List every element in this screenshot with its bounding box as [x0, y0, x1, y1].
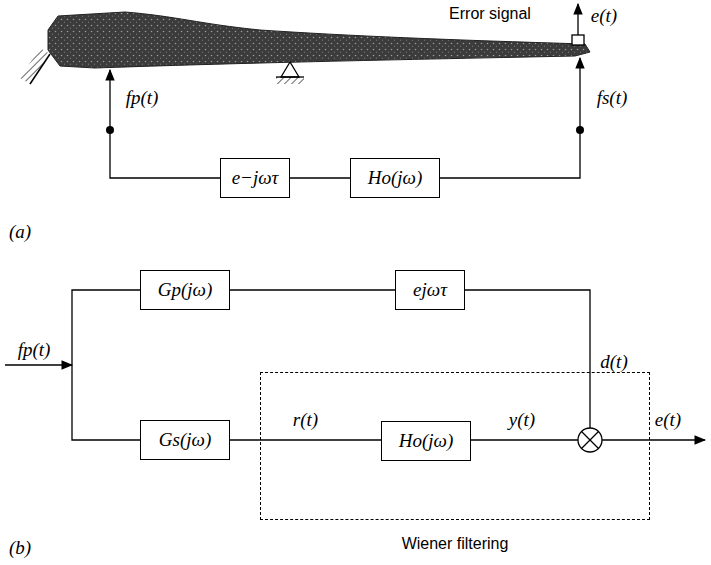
wire: [463, 290, 590, 428]
summing-junction: [578, 428, 602, 452]
error-arrow: [577, 4, 578, 35]
signal-name: y(t): [509, 410, 535, 431]
signal-line: [230, 289, 395, 290]
filter-box: Ho(jω): [381, 421, 471, 461]
signal-line: [230, 439, 381, 440]
wire: [72, 290, 142, 440]
input-arrow: [5, 364, 72, 365]
wall-support: [20, 48, 50, 84]
block-label: Ho(jω): [399, 431, 454, 452]
block-label: ejωτ: [413, 280, 447, 301]
signal-name: e(t): [591, 6, 617, 27]
signal-name: r(t): [291, 410, 320, 431]
annotation: Error signal: [449, 5, 531, 23]
transfer-box: e−jωτ: [220, 158, 290, 198]
signal-name: fp(t): [126, 88, 159, 109]
signal-name: fp(t): [18, 340, 51, 361]
output-arrow: [602, 439, 705, 440]
transfer-box: Gs(jω): [140, 420, 230, 460]
filter-box: Ho(jω): [350, 158, 440, 198]
wire: [438, 130, 580, 178]
block-label: e−jωτ: [232, 168, 279, 189]
signal-name: (b): [9, 538, 31, 559]
signal-name: fs(t): [597, 88, 628, 109]
signal-line: [290, 177, 350, 178]
error-sensor: [572, 35, 584, 45]
signal-name: (a): [9, 222, 31, 243]
signal-name: e(t): [655, 410, 681, 431]
pivot-support: [276, 62, 304, 84]
wire: [468, 439, 578, 440]
signal-name: d(t): [600, 352, 627, 373]
block-label: Gs(jω): [159, 430, 211, 451]
wire: [110, 130, 222, 178]
force-arrow: [109, 70, 110, 130]
force-arrow: [579, 58, 580, 130]
transfer-box: Gp(jω): [140, 270, 230, 310]
block-label: Ho(jω): [368, 168, 423, 189]
wiener-filter-region: Wiener filteringHo(jω): [260, 372, 650, 520]
delay-box: ejωτ: [395, 270, 465, 310]
block-label: Gp(jω): [158, 280, 213, 301]
region-label: Wiener filtering: [261, 535, 649, 553]
